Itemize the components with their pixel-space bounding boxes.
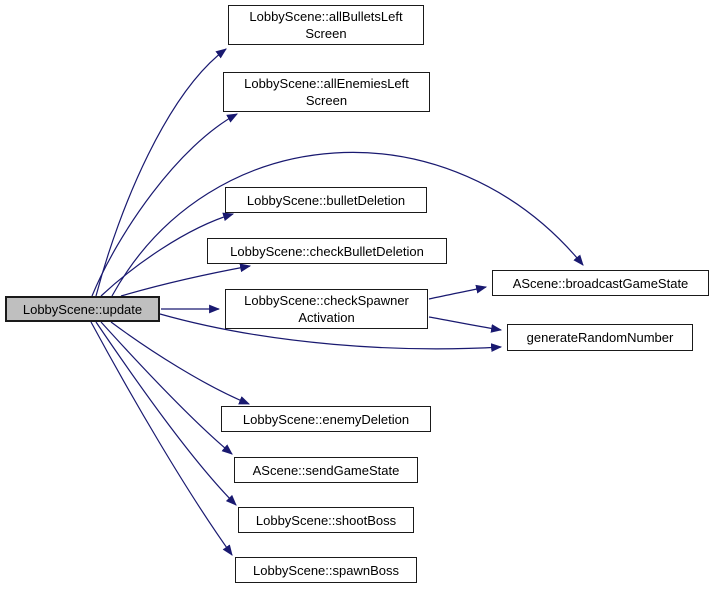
edge-update-sendGameState bbox=[100, 321, 233, 455]
node-lobbyscene-checkspawneractivation[interactable]: LobbyScene::checkSpawner Activation bbox=[225, 289, 428, 329]
node-lobbyscene-allbulletsleftscreen[interactable]: LobbyScene::allBulletsLeft Screen bbox=[228, 5, 424, 45]
edge-update-bulletDeletion bbox=[100, 212, 235, 297]
edge-update-generateRandomNumber bbox=[159, 313, 503, 352]
node-lobbyscene-shootboss[interactable]: LobbyScene::shootBoss bbox=[238, 507, 414, 533]
edge-update-shootBoss bbox=[95, 321, 237, 506]
node-ascene-broadcastgamestate[interactable]: AScene::broadcastGameState bbox=[492, 270, 709, 296]
edge-update-spawnBoss bbox=[90, 321, 233, 556]
node-lobbyscene-spawnboss[interactable]: LobbyScene::spawnBoss bbox=[235, 557, 417, 583]
edge-update-checkBulletDeletion bbox=[120, 263, 252, 297]
node-lobbyscene-update: LobbyScene::update bbox=[5, 296, 160, 322]
node-lobbyscene-checkbulletdeletion[interactable]: LobbyScene::checkBulletDeletion bbox=[207, 238, 447, 264]
node-lobbyscene-allenemiesleftscreen[interactable]: LobbyScene::allEnemiesLeft Screen bbox=[223, 72, 430, 112]
edge-checkSpawnerActivation-generateRandomNumber bbox=[428, 316, 503, 333]
node-generaterandomnumber[interactable]: generateRandomNumber bbox=[507, 324, 693, 351]
edge-update-enemyDeletion bbox=[110, 321, 251, 405]
node-lobbyscene-enemydeletion[interactable]: LobbyScene::enemyDeletion bbox=[221, 406, 431, 432]
edge-update-allBulletsLeftScreen bbox=[95, 48, 227, 297]
node-lobbyscene-bulletdeletion[interactable]: LobbyScene::bulletDeletion bbox=[225, 187, 427, 213]
edge-checkSpawnerActivation-broadcastGameState bbox=[428, 284, 488, 300]
node-ascene-sendgamestate[interactable]: AScene::sendGameState bbox=[234, 457, 418, 483]
edge-update-allEnemiesLeftScreen bbox=[91, 113, 238, 297]
edge-update-broadcastGameState bbox=[111, 151, 584, 297]
